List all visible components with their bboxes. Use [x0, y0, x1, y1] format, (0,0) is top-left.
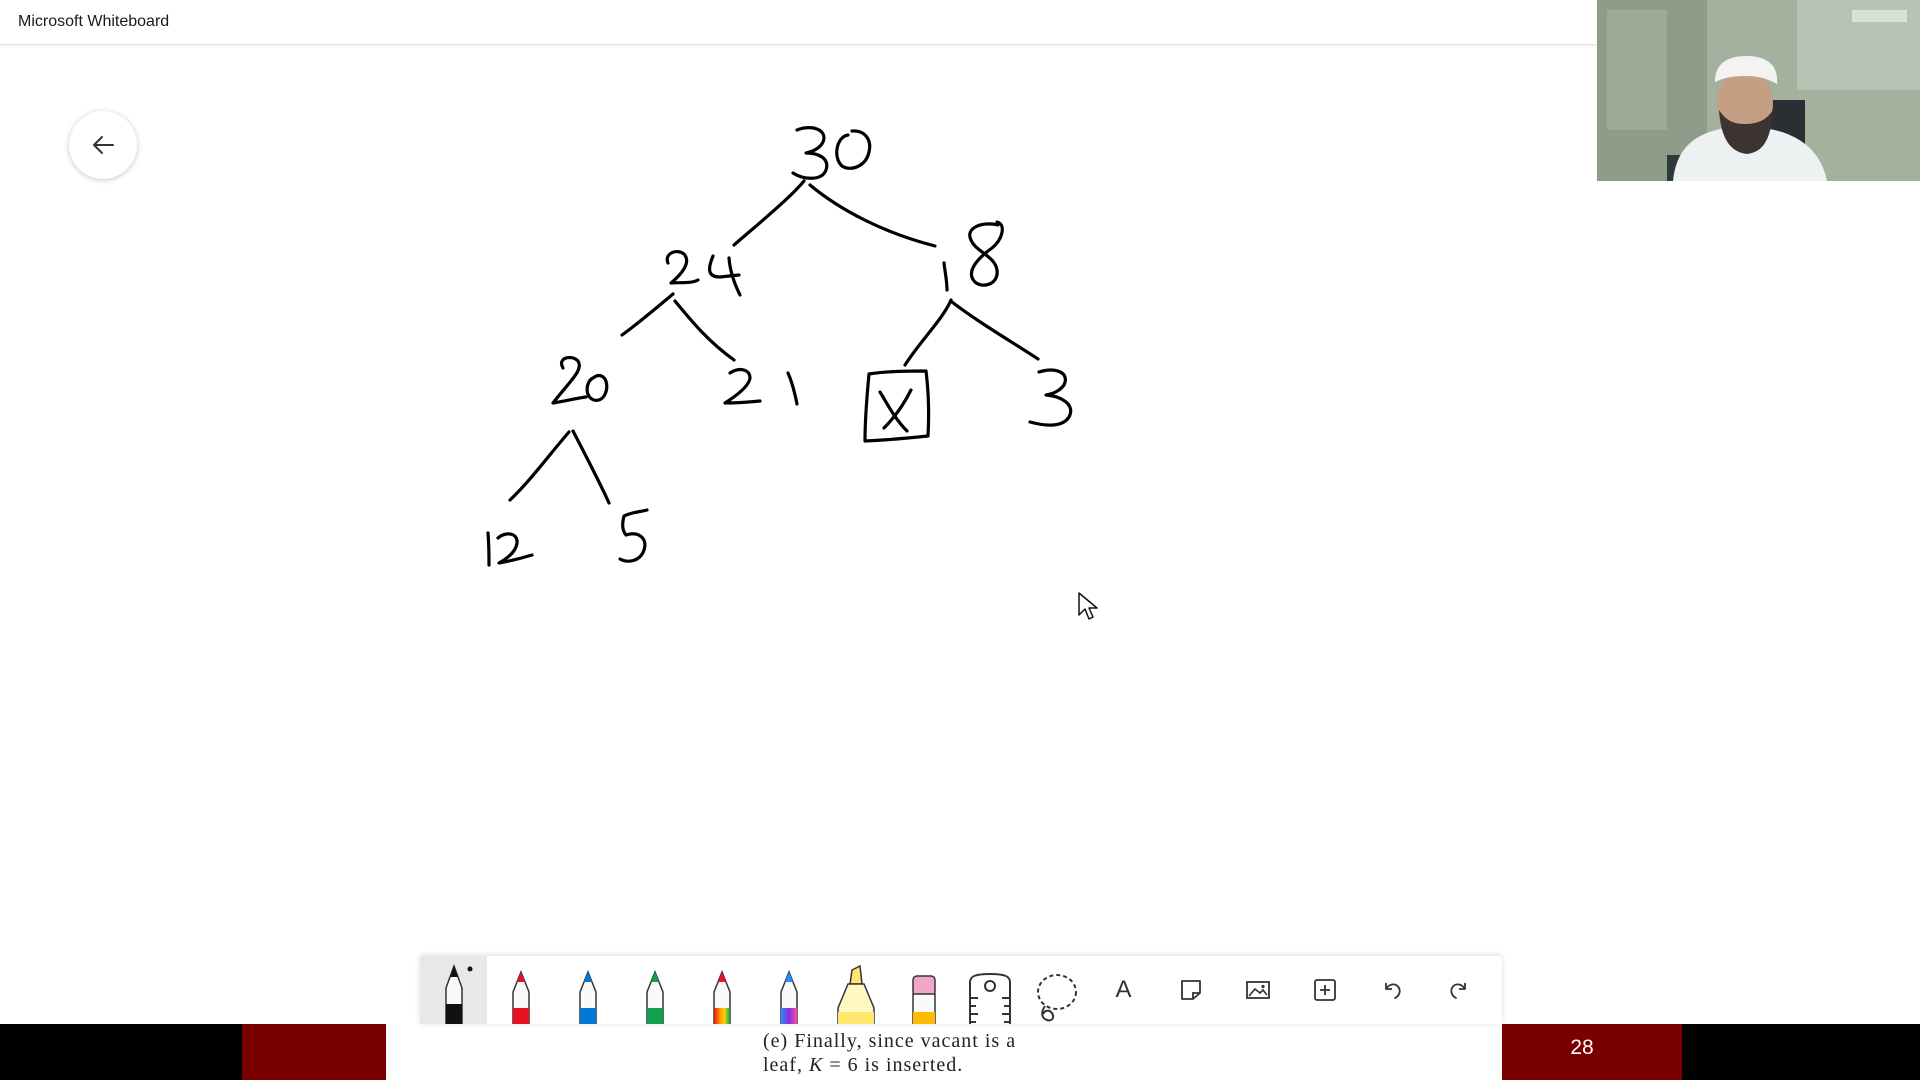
- ink-edge-24-20: [620, 292, 675, 337]
- ink-edge-30-24: [732, 179, 806, 247]
- slide-page-number: 28: [1570, 1036, 1594, 1059]
- image-icon: [1245, 981, 1270, 999]
- ink-node-30[interactable]: [791, 126, 872, 180]
- footer-accent-right: [1502, 1024, 1682, 1080]
- undo-button[interactable]: [1358, 956, 1425, 1024]
- add-icon: [1313, 979, 1336, 1001]
- sticky-note-icon: [1180, 980, 1201, 1000]
- arrow-left-icon: [93, 136, 114, 154]
- black-pen-icon: [444, 963, 472, 1024]
- redo-icon: [1449, 983, 1466, 999]
- text-icon: A: [1115, 976, 1132, 1003]
- eraser-tool[interactable]: [889, 956, 956, 1024]
- slide-caption: (e) Finally, since vacant is a leaf, K =…: [763, 1029, 1183, 1077]
- highlighter-tool[interactable]: [822, 956, 889, 1024]
- caption-line-1: (e) Finally, since vacant is a: [763, 1030, 1017, 1052]
- ink-edge-30-18: [808, 183, 937, 248]
- highlighter-icon: [836, 964, 875, 1024]
- red-pen-icon: [511, 969, 530, 1024]
- ink-edge-20-12: [508, 430, 571, 502]
- ink-edge-18-3: [950, 300, 1040, 361]
- rainbow-pen-tool[interactable]: [688, 956, 755, 1024]
- ink-node-18[interactable]: [942, 220, 1004, 292]
- blue-pen-tool[interactable]: [554, 956, 621, 1024]
- image-tool[interactable]: [1224, 956, 1291, 1024]
- ruler-icon: [968, 972, 1011, 1024]
- ink-edge-18-vacant: [903, 298, 953, 367]
- window-title: Microsoft Whiteboard: [18, 13, 170, 30]
- mouse-cursor-icon: [1078, 592, 1098, 620]
- red-pen-tool[interactable]: [487, 956, 554, 1024]
- redo-button[interactable]: [1425, 956, 1492, 1024]
- add-tool[interactable]: [1291, 956, 1358, 1024]
- ink-edge-24-21: [673, 299, 736, 362]
- lasso-icon: [1036, 974, 1077, 1022]
- undo-icon: [1384, 983, 1401, 999]
- ink-edge-20-5: [571, 429, 611, 505]
- rainbow-pen-icon: [712, 969, 731, 1024]
- ink-node-21[interactable]: [723, 367, 799, 406]
- ink-node-12[interactable]: [486, 531, 534, 567]
- inking-toolbar: A: [420, 956, 1502, 1024]
- caption-area: (e) Finally, since vacant is a leaf, K =…: [386, 1024, 1502, 1080]
- caption-line-2: leaf, K = 6 is inserted.: [763, 1054, 964, 1076]
- slide-footer: (e) Finally, since vacant is a leaf, K =…: [0, 1024, 1920, 1080]
- sticky-note-tool[interactable]: [1157, 956, 1224, 1024]
- ink-node-20[interactable]: [551, 355, 609, 405]
- footer-accent-left: [242, 1024, 386, 1080]
- back-button[interactable]: [69, 111, 137, 179]
- text-tool[interactable]: A: [1090, 956, 1157, 1024]
- ink-vacant-node[interactable]: [863, 369, 931, 443]
- blue-pen-icon: [578, 969, 597, 1024]
- galaxy-pen-icon: [779, 969, 798, 1024]
- ink-node-5[interactable]: [618, 508, 649, 563]
- black-pen-tool[interactable]: [420, 956, 487, 1024]
- webcam-feed: [1597, 0, 1920, 181]
- ink-node-24[interactable]: [665, 250, 742, 297]
- eraser-icon: [911, 975, 936, 1024]
- ruler-tool[interactable]: [956, 956, 1023, 1024]
- lasso-tool[interactable]: [1023, 956, 1090, 1024]
- galaxy-pen-tool[interactable]: [755, 956, 822, 1024]
- ink-node-3[interactable]: [1028, 368, 1073, 427]
- green-pen-tool[interactable]: [621, 956, 688, 1024]
- green-pen-icon: [645, 969, 664, 1024]
